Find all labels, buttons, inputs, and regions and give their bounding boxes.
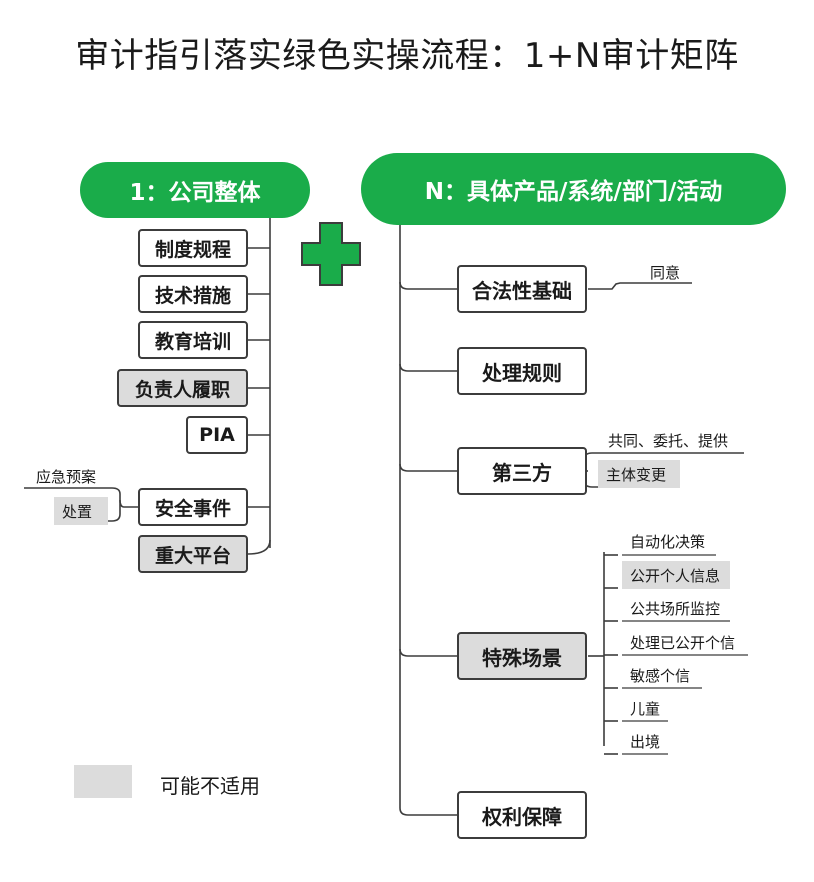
right-item-special-scenarios: 特殊场景 [457,632,587,680]
page-title: 审计指引落实绿色实操流程：1+N审计矩阵 [75,36,739,76]
special-sub-sensitive-info: 敏感个信 [630,666,691,685]
special-sub-cross-border: 出境 [630,732,661,751]
left-sub-emergency-plan: 应急预案 [36,467,97,486]
plus-icon [301,222,361,286]
left-item-security-incident: 安全事件 [138,488,248,526]
right-item-legal-basis: 合法性基础 [457,265,587,313]
legend-swatch [74,765,132,798]
special-sub-published-info: 处理已公开个信 [630,633,736,652]
company-wide-header: 1：公司整体 [80,162,310,218]
right-item-rights-protection: 权利保障 [457,791,587,839]
specific-scope-header: N：具体产品/系统/部门/活动 [361,153,786,225]
left-item-training: 教育培训 [138,321,248,359]
left-item-pia: PIA [186,416,248,454]
left-sub-handling: 处置 [54,497,108,525]
special-sub-public-surveillance: 公共场所监控 [630,599,721,618]
legal-basis-sub-consent: 同意 [650,263,681,282]
right-item-third-party: 第三方 [457,447,587,495]
right-item-processing-rules: 处理规则 [457,347,587,395]
left-item-policies: 制度规程 [138,229,248,267]
left-item-tech-measures: 技术措施 [138,275,248,313]
special-sub-automated-decision: 自动化决策 [630,532,706,551]
third-party-sub-joint: 共同、委托、提供 [608,431,729,450]
third-party-sub-entity-change: 主体变更 [598,460,680,488]
left-item-major-platform: 重大平台 [138,535,248,573]
legend-label: 可能不适用 [160,774,260,798]
left-item-responsible-person: 负责人履职 [117,369,248,407]
special-sub-public-personal-info: 公开个人信息 [622,561,730,589]
special-sub-children: 儿童 [630,699,661,718]
